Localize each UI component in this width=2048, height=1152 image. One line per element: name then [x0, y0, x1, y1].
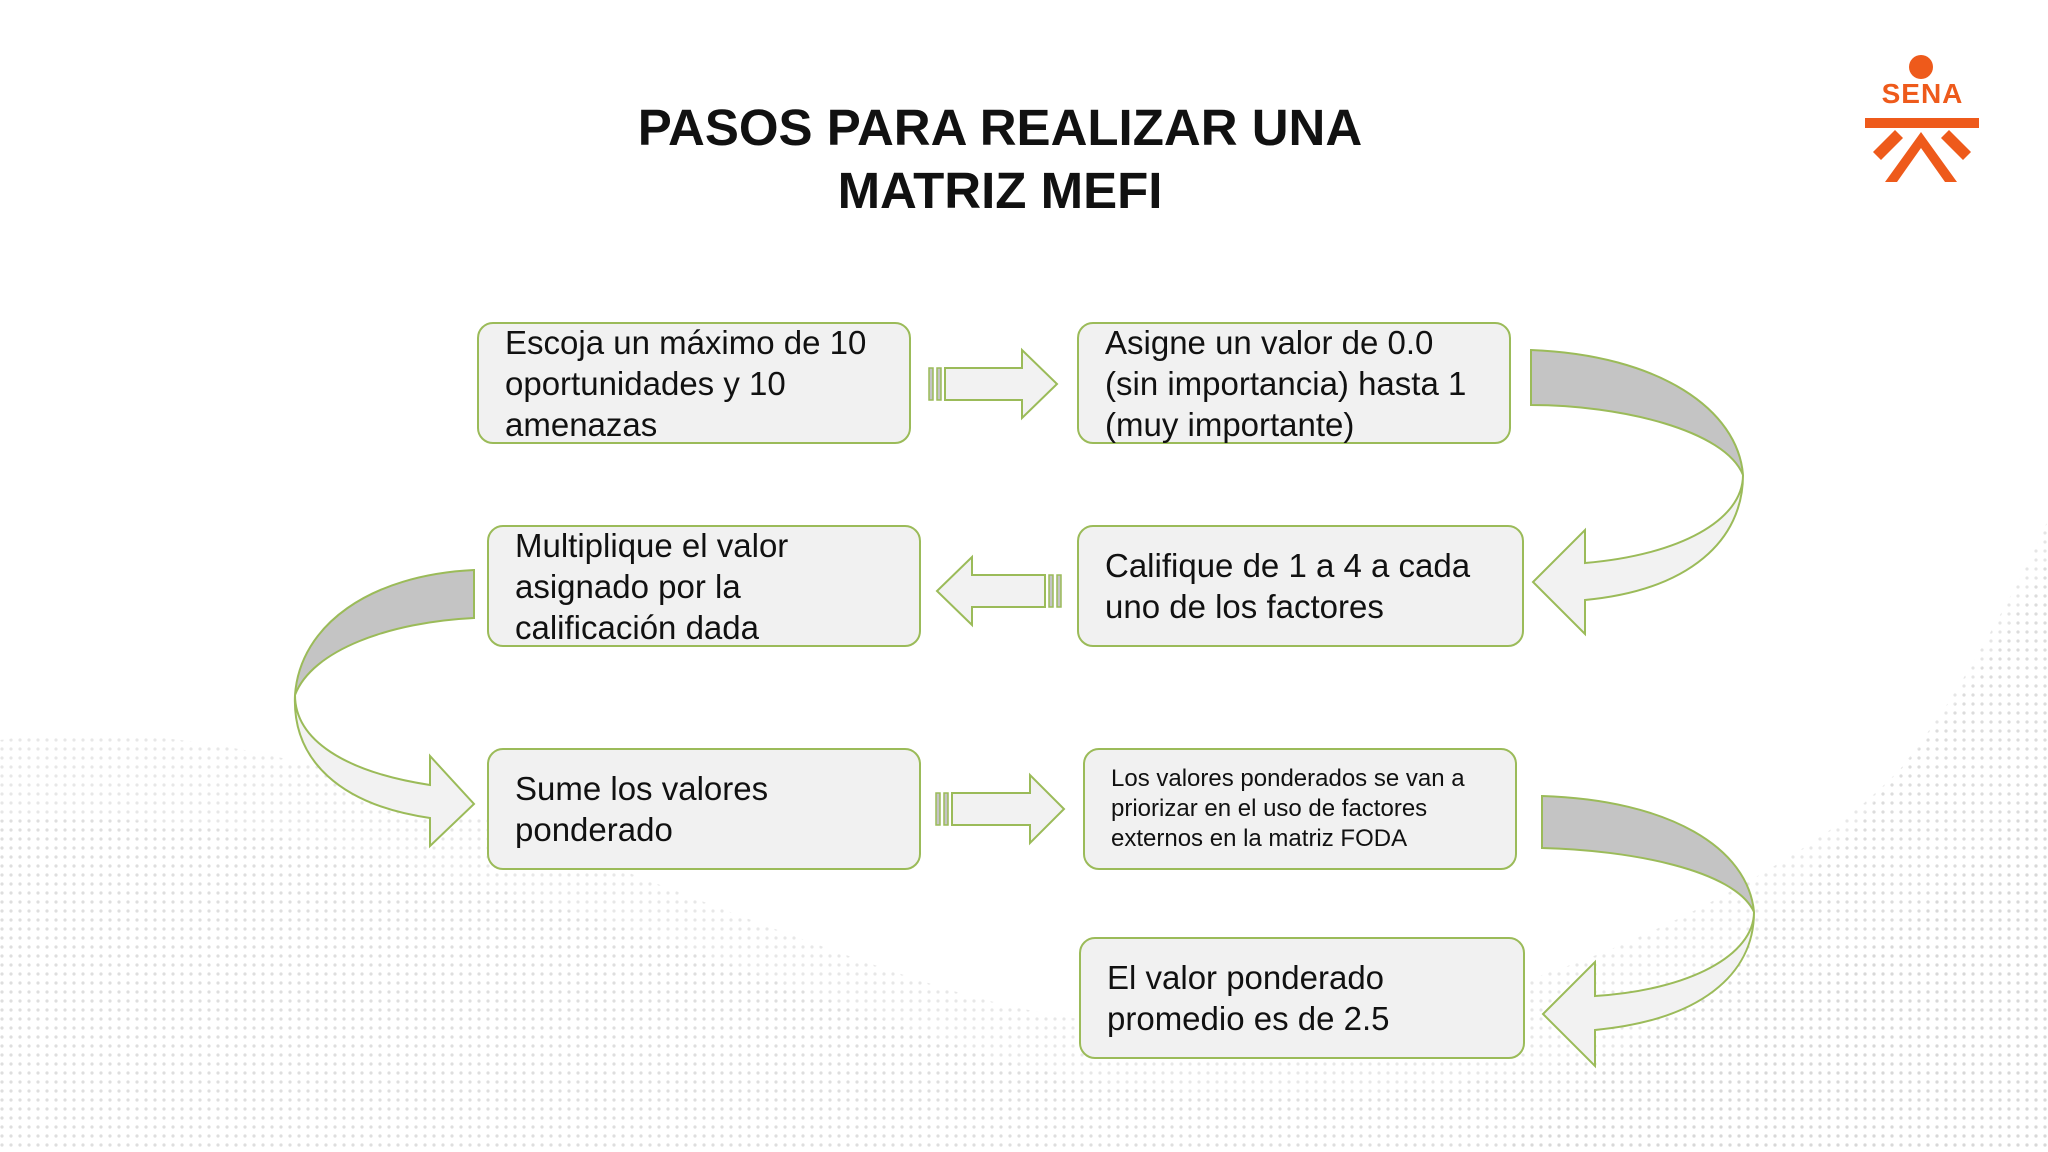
step-text-4: Multiplique el valor asignado por la cal… [515, 526, 789, 646]
sena-logo: SENA [1855, 52, 1990, 187]
step-box-4: Multiplique el valor asignado por la cal… [487, 525, 921, 647]
step-text-3: Califique de 1 a 4 a cada uno de los fac… [1105, 547, 1471, 625]
step-box-1: Escoja un máximo de 10 oportunidades y 1… [477, 322, 911, 444]
title-line-2: MATRIZ MEFI [837, 162, 1163, 219]
page-title: PASOS PARA REALIZAR UNA MATRIZ MEFI [500, 96, 1500, 222]
step-text-6: Los valores ponderados se van a prioriza… [1111, 765, 1465, 852]
step-text-5: Sume los valores ponderado [515, 770, 769, 848]
curved-arrow-right-down-1 [1530, 348, 1744, 637]
step-box-7: El valor ponderado promedio es de 2.5 [1079, 937, 1525, 1059]
step-box-6: Los valores ponderados se van a prioriza… [1083, 748, 1517, 870]
curved-arrow-right-down-2 [1541, 794, 1755, 1069]
step-text-2: Asigne un valor de 0.0 (sin importancia)… [1105, 323, 1467, 443]
step-text-7: El valor ponderado promedio es de 2.5 [1107, 959, 1390, 1037]
arrow-left-1 [935, 554, 1062, 628]
arrow-right-1 [928, 347, 1059, 421]
step-box-3: Califique de 1 a 4 a cada uno de los fac… [1077, 525, 1524, 647]
arrow-right-2 [935, 772, 1066, 846]
step-box-5: Sume los valores ponderado [487, 748, 921, 870]
sena-logo-icon [1865, 55, 1979, 182]
step-box-2: Asigne un valor de 0.0 (sin importancia)… [1077, 322, 1511, 444]
sena-logo-text: SENA [1881, 78, 1964, 109]
step-text-1: Escoja un máximo de 10 oportunidades y 1… [505, 323, 867, 443]
curved-arrow-left-down-1 [293, 568, 476, 849]
title-line-1: PASOS PARA REALIZAR UNA [637, 99, 1363, 156]
